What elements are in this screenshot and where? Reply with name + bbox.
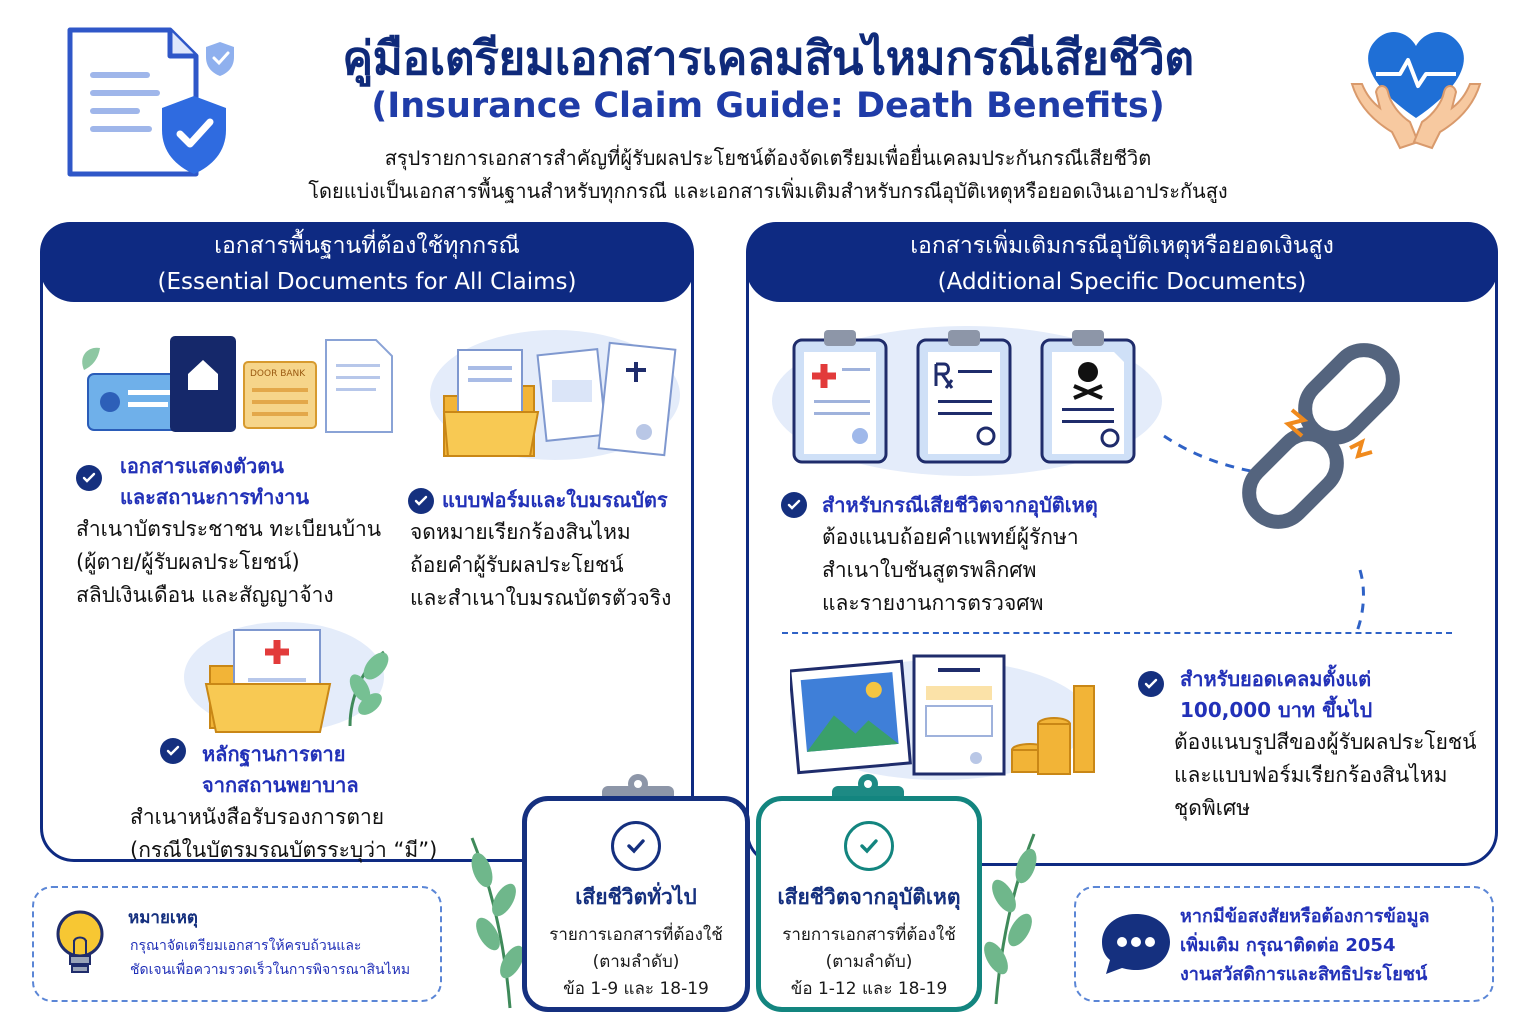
contact-line: งานสวัสดิการและสิทธิประโยชน์ [1180, 964, 1428, 985]
card-title: เสียชีวิตทั่วไป [575, 885, 697, 909]
page-description: สรุปรายการเอกสารสำคัญที่ผู้รับผลประโยชน์… [200, 142, 1336, 208]
panel-header: เอกสารเพิ่มเติมกรณีอุบัติเหตุหรือยอดเงิน… [746, 222, 1498, 302]
note-line: ชัดเจนเพื่อความรวดเร็วในการพิจารณาสินไหม [130, 962, 411, 978]
panel-heading-en: (Additional Specific Documents) [937, 269, 1307, 295]
item-body: และสำเนาใบมรณบัตรตัวจริง [410, 586, 672, 610]
item-title: แบบฟอร์มและใบมรณบัตร [442, 488, 668, 512]
item-body: สำเนาใบชันสูตรพลิกศพ [822, 558, 1037, 582]
item-title: หลักฐานการตาย [202, 742, 346, 766]
item-body: ถ้อยคำผู้รับผลประโยชน์ [410, 553, 624, 577]
contact-text: หากมีข้อสงสัยหรือต้องการข้อมูล เพิ่มเติม… [1180, 902, 1490, 989]
item-body: และรายงานการตรวจศพ [822, 591, 1044, 615]
description-line: สรุปรายการเอกสารสำคัญที่ผู้รับผลประโยชน์… [384, 146, 1152, 170]
item-title: จากสถานพยาบาล [202, 773, 359, 797]
leaves-decoration [978, 826, 1048, 1006]
id-cards-illustration: DOOR BANK [74, 330, 404, 440]
medical-clipboards-illustration [790, 324, 1146, 466]
card-title: เสียชีวิตจากอุบัติเหตุ [777, 885, 961, 909]
note-box: หมายเหตุ กรุณาจัดเตรียมเอกสารให้ครบถ้วนแ… [32, 886, 442, 1002]
section-divider [782, 632, 1452, 634]
card-line: รายการเอกสารที่ต้องใช้ [549, 925, 723, 945]
item-body: (ผู้ตาย/ผู้รับผลประโยชน์) [76, 550, 300, 574]
item-body: สลิปเงินเดือน และสัญญาจ้าง [76, 583, 334, 607]
photo-form-coins-illustration [788, 652, 1110, 782]
item-title: สำหรับกรณีเสียชีวิตจากอุบัติเหตุ [822, 493, 1098, 517]
high-claim-item: สำหรับยอดเคลมตั้งแต่ 100,000 บาท ขึ้นไป … [1174, 664, 1494, 825]
note-title: หมายเหตุ [128, 908, 198, 928]
item-title: และสถานะการทำงาน [120, 485, 310, 509]
page-subtitle: (Insurance Claim Guide: Death Benefits) [371, 86, 1165, 126]
panel-heading-en: (Essential Documents for All Claims) [157, 269, 577, 295]
check-icon [76, 465, 102, 491]
folder-forms-illustration [440, 336, 680, 466]
leaves-decoration [460, 830, 530, 1010]
item-title: 100,000 บาท ขึ้นไป [1180, 698, 1373, 722]
note-line: กรุณาจัดเตรียมเอกสารให้ครบถ้วนและ [130, 938, 362, 954]
accident-death-card: เสียชีวิตจากอุบัติเหตุ รายการเอกสารที่ต้… [756, 796, 982, 1012]
check-circle-icon [611, 821, 661, 871]
page-title: คู่มือเตรียมเอกสารเคลมสินไหมกรณีเสียชีวิ… [342, 31, 1194, 85]
card-line: ข้อ 1-9 และ 18-19 [563, 979, 709, 999]
card-line: ข้อ 1-12 และ 18-19 [790, 979, 948, 999]
panel-heading-th: เอกสารพื้นฐานที่ต้องใช้ทุกกรณี [214, 233, 520, 259]
check-icon [160, 738, 186, 764]
check-icon [781, 492, 807, 518]
item-body: ชุดพิเศษ [1174, 796, 1251, 820]
check-icon [408, 488, 434, 514]
panel-header: เอกสารพื้นฐานที่ต้องใช้ทุกกรณี (Essentia… [40, 222, 694, 302]
bank-book-label: DOOR BANK [250, 369, 306, 379]
chat-bubble-icon [1098, 910, 1174, 976]
item-body: จดหมายเรียกร้องสินไหม [410, 520, 631, 544]
item-body: ต้องแนบถ้อยคำแพทย์ผู้รักษา [822, 525, 1079, 549]
contact-line: เพิ่มเติม กรุณาติดต่อ 2054 [1180, 935, 1396, 956]
item-body: ต้องแนบรูปสีของผู้รับผลประโยชน์ [1174, 730, 1477, 754]
medical-folder-illustration [200, 626, 400, 738]
document-shield-icon [66, 24, 236, 184]
description-line: โดยแบ่งเป็นเอกสารพื้นฐานสำหรับทุกกรณี แล… [308, 179, 1228, 203]
lightbulb-icon [52, 908, 108, 984]
hospital-death-evidence-item: หลักฐานการตาย จากสถานพยาบาล สำเนาหนังสือ… [130, 739, 470, 867]
card-line: รายการเอกสารที่ต้องใช้ [782, 925, 956, 945]
item-body: สำเนาหนังสือรับรองการตาย [130, 805, 385, 829]
item-title: เอกสารแสดงตัวตน [120, 454, 284, 478]
broken-chain-icon [1160, 340, 1460, 640]
item-body: สำเนาบัตรประชาชน ทะเบียนบ้าน [76, 517, 382, 541]
heart-hands-icon [1346, 22, 1486, 152]
contact-line: หากมีข้อสงสัยหรือต้องการข้อมูล [1180, 906, 1430, 927]
accident-death-item: สำหรับกรณีเสียชีวิตจากอุบัติเหตุ ต้องแนบ… [822, 490, 1152, 620]
check-icon [1138, 671, 1164, 697]
check-circle-icon [844, 821, 894, 871]
item-body: และแบบฟอร์มเรียกร้องสินไหม [1174, 763, 1448, 787]
panel-heading-th: เอกสารเพิ่มเติมกรณีอุบัติเหตุหรือยอดเงิน… [910, 233, 1334, 259]
forms-death-certificate-item: แบบฟอร์มและใบมรณบัตร จดหมายเรียกร้องสินไ… [410, 485, 694, 615]
essential-documents-panel: เอกสารพื้นฐานที่ต้องใช้ทุกกรณี (Essentia… [40, 222, 694, 862]
general-death-card: เสียชีวิตทั่วไป รายการเอกสารที่ต้องใช้ (… [522, 796, 750, 1012]
identity-documents-item: เอกสารแสดงตัวตน และสถานะการทำงาน สำเนาบั… [76, 451, 406, 612]
item-title: สำหรับยอดเคลมตั้งแต่ [1180, 667, 1372, 691]
card-line: (ตามลำดับ) [592, 952, 680, 972]
card-line: (ตามลำดับ) [825, 952, 913, 972]
contact-box: หากมีข้อสงสัยหรือต้องการข้อมูล เพิ่มเติม… [1074, 886, 1494, 1002]
item-body: (กรณีในบัตรมรณบัตรระบุว่า “มี”) [130, 838, 438, 862]
